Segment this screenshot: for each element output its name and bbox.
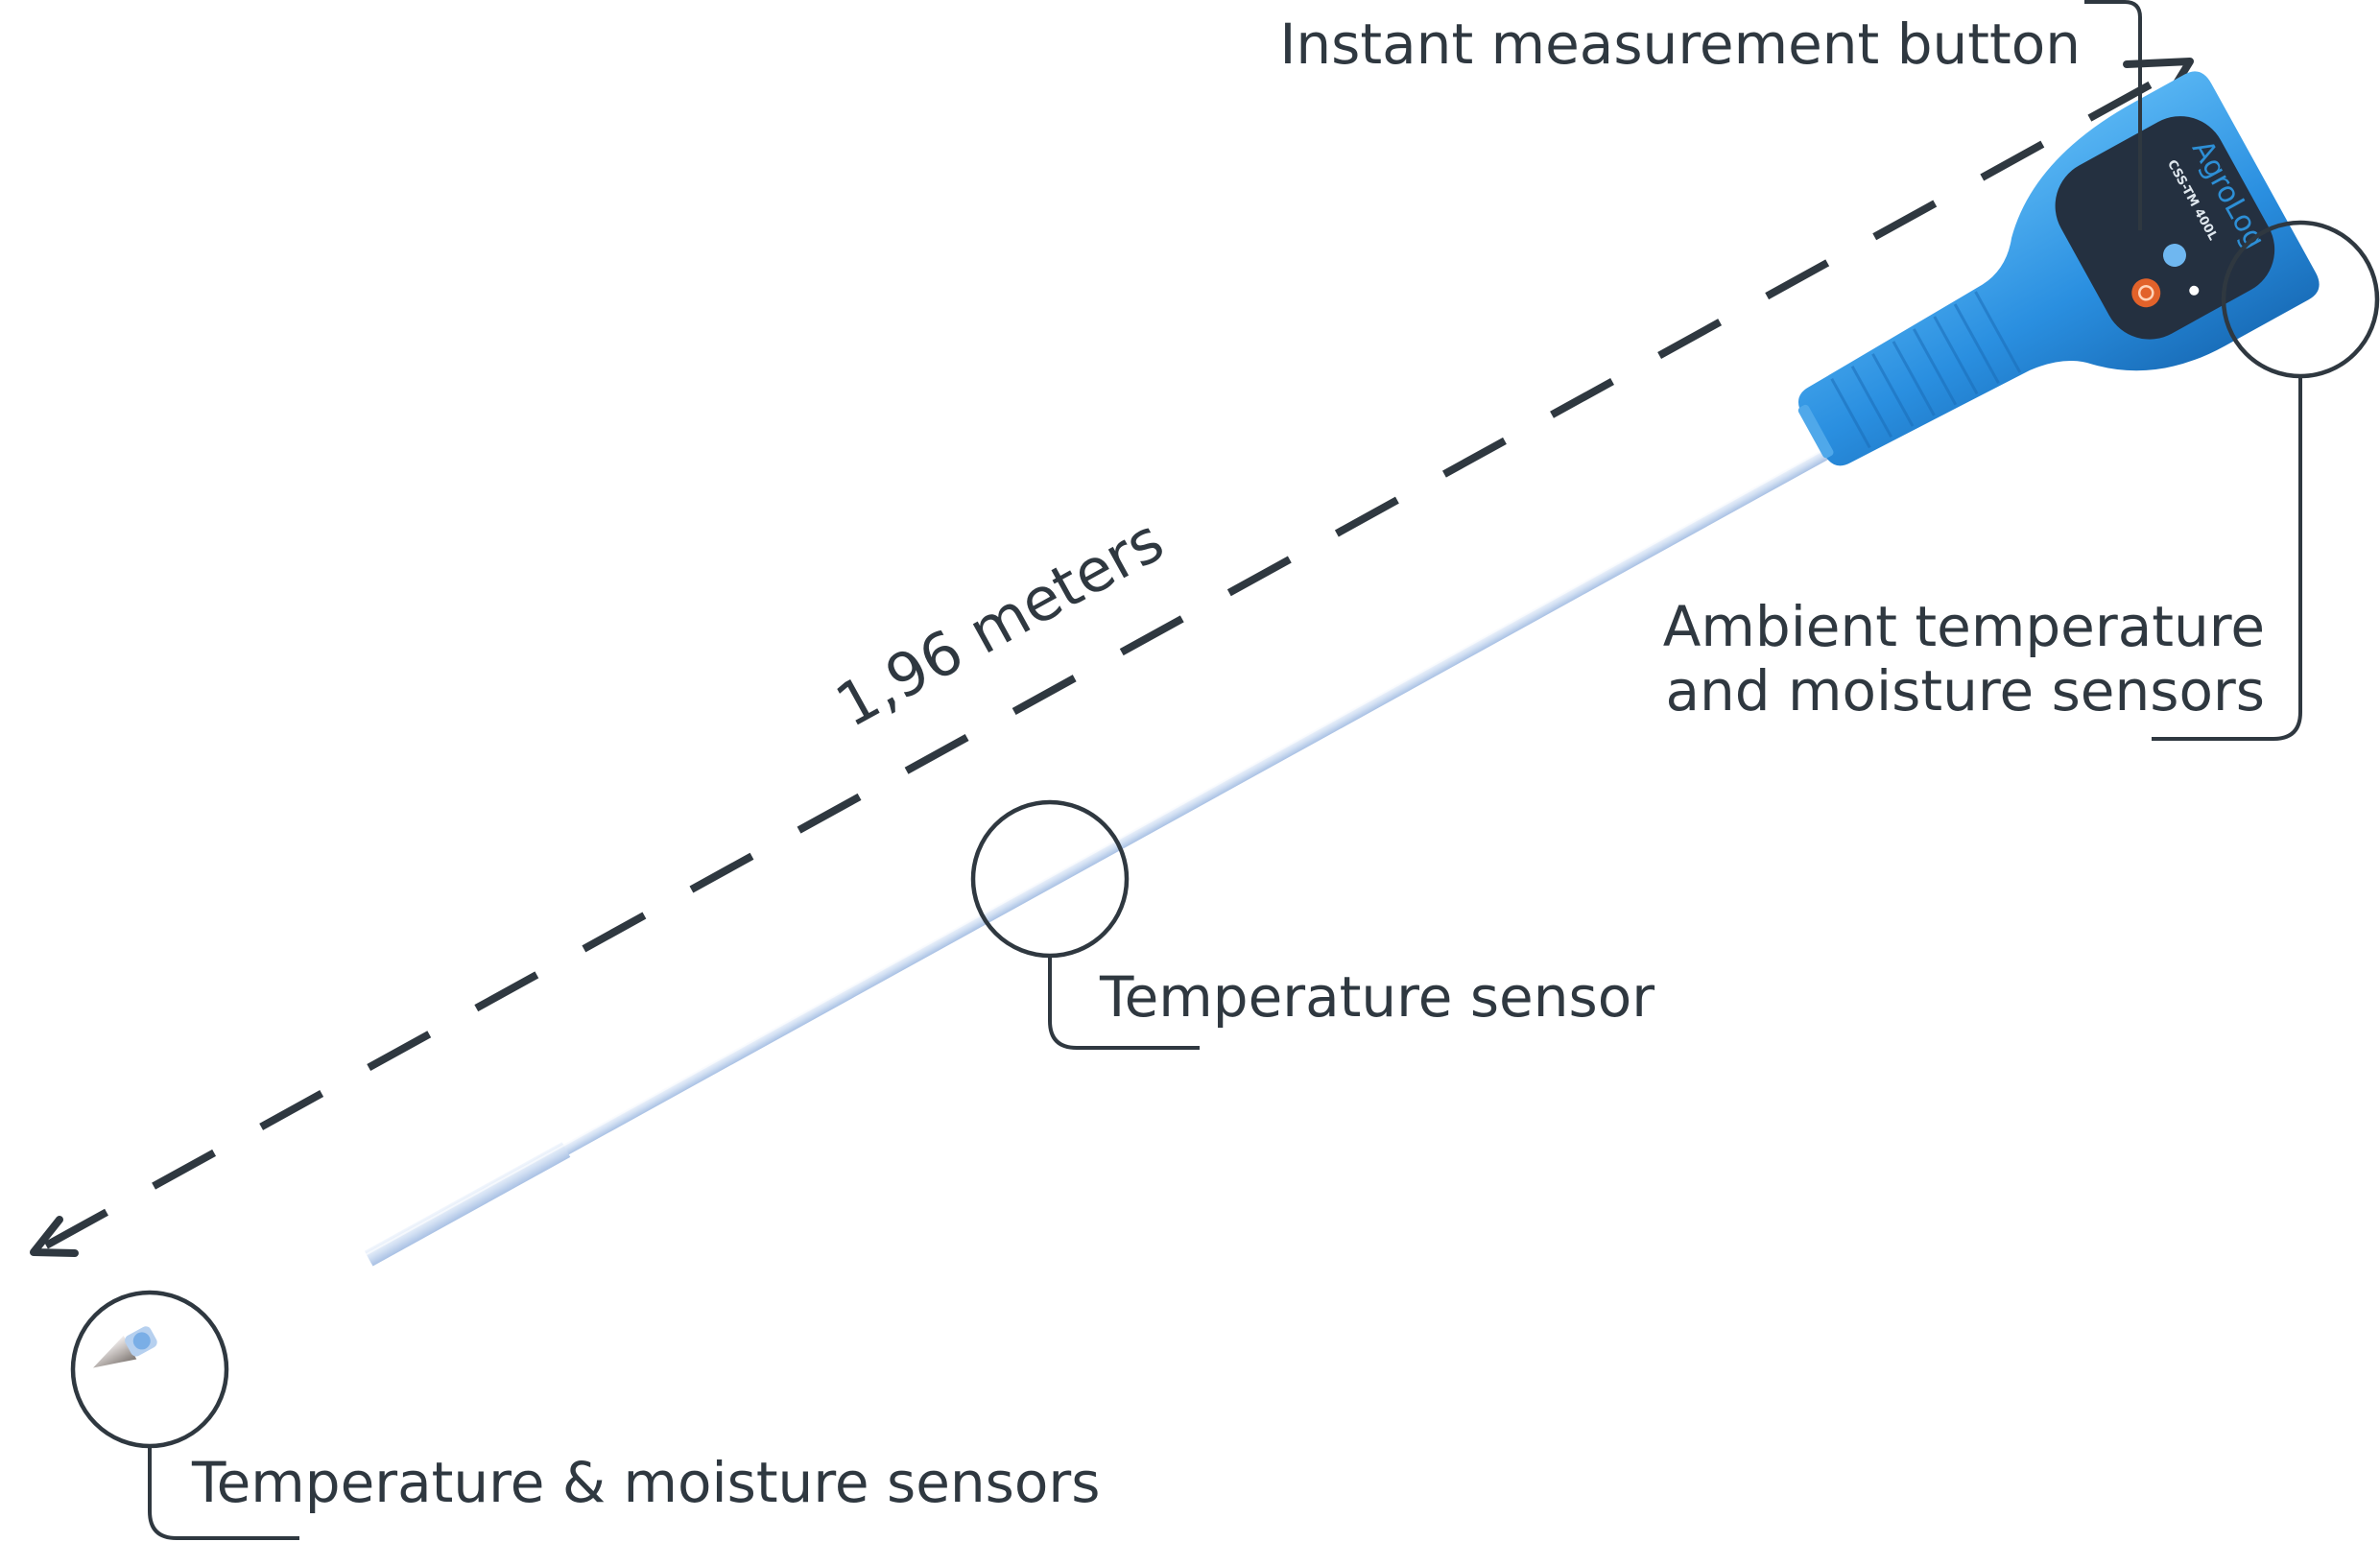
status-led [2162, 244, 2186, 268]
probe-tip [92, 1326, 157, 1368]
grip-ridges [1830, 291, 2022, 449]
indicator-dot [2189, 285, 2200, 296]
button-callout-label: Instant measurement button [1279, 12, 2081, 77]
tip-sensors-callout-label: Temperature & moisture sensors [191, 1450, 1100, 1515]
probe-rod [364, 437, 1850, 1267]
tip-sensor-ring [70, 1290, 229, 1449]
ambient-callout-line2: and moisture sensors [1666, 658, 2266, 724]
arrow-head-bottom-left [30, 1216, 79, 1257]
power-button[interactable] [2127, 273, 2166, 313]
callout-tip-sensors: Temperature & moisture sensors [70, 1290, 1100, 1540]
probe-handle [1797, 71, 2320, 466]
callout-button: Instant measurement button [1279, 0, 2142, 230]
ambient-callout-line1: Ambient temperature [1663, 594, 2265, 659]
display-panel [2055, 116, 2275, 340]
temp-sensor-callout-label: Temperature sensor [1099, 964, 1654, 1030]
tip-sensor-dot [132, 1332, 151, 1350]
callout-temp-sensor: Temperature sensor [970, 799, 1654, 1050]
dimension-label: 1,96 meters [824, 505, 1175, 741]
callout-ambient: Ambient temperature and moisture sensors [1663, 220, 2380, 741]
